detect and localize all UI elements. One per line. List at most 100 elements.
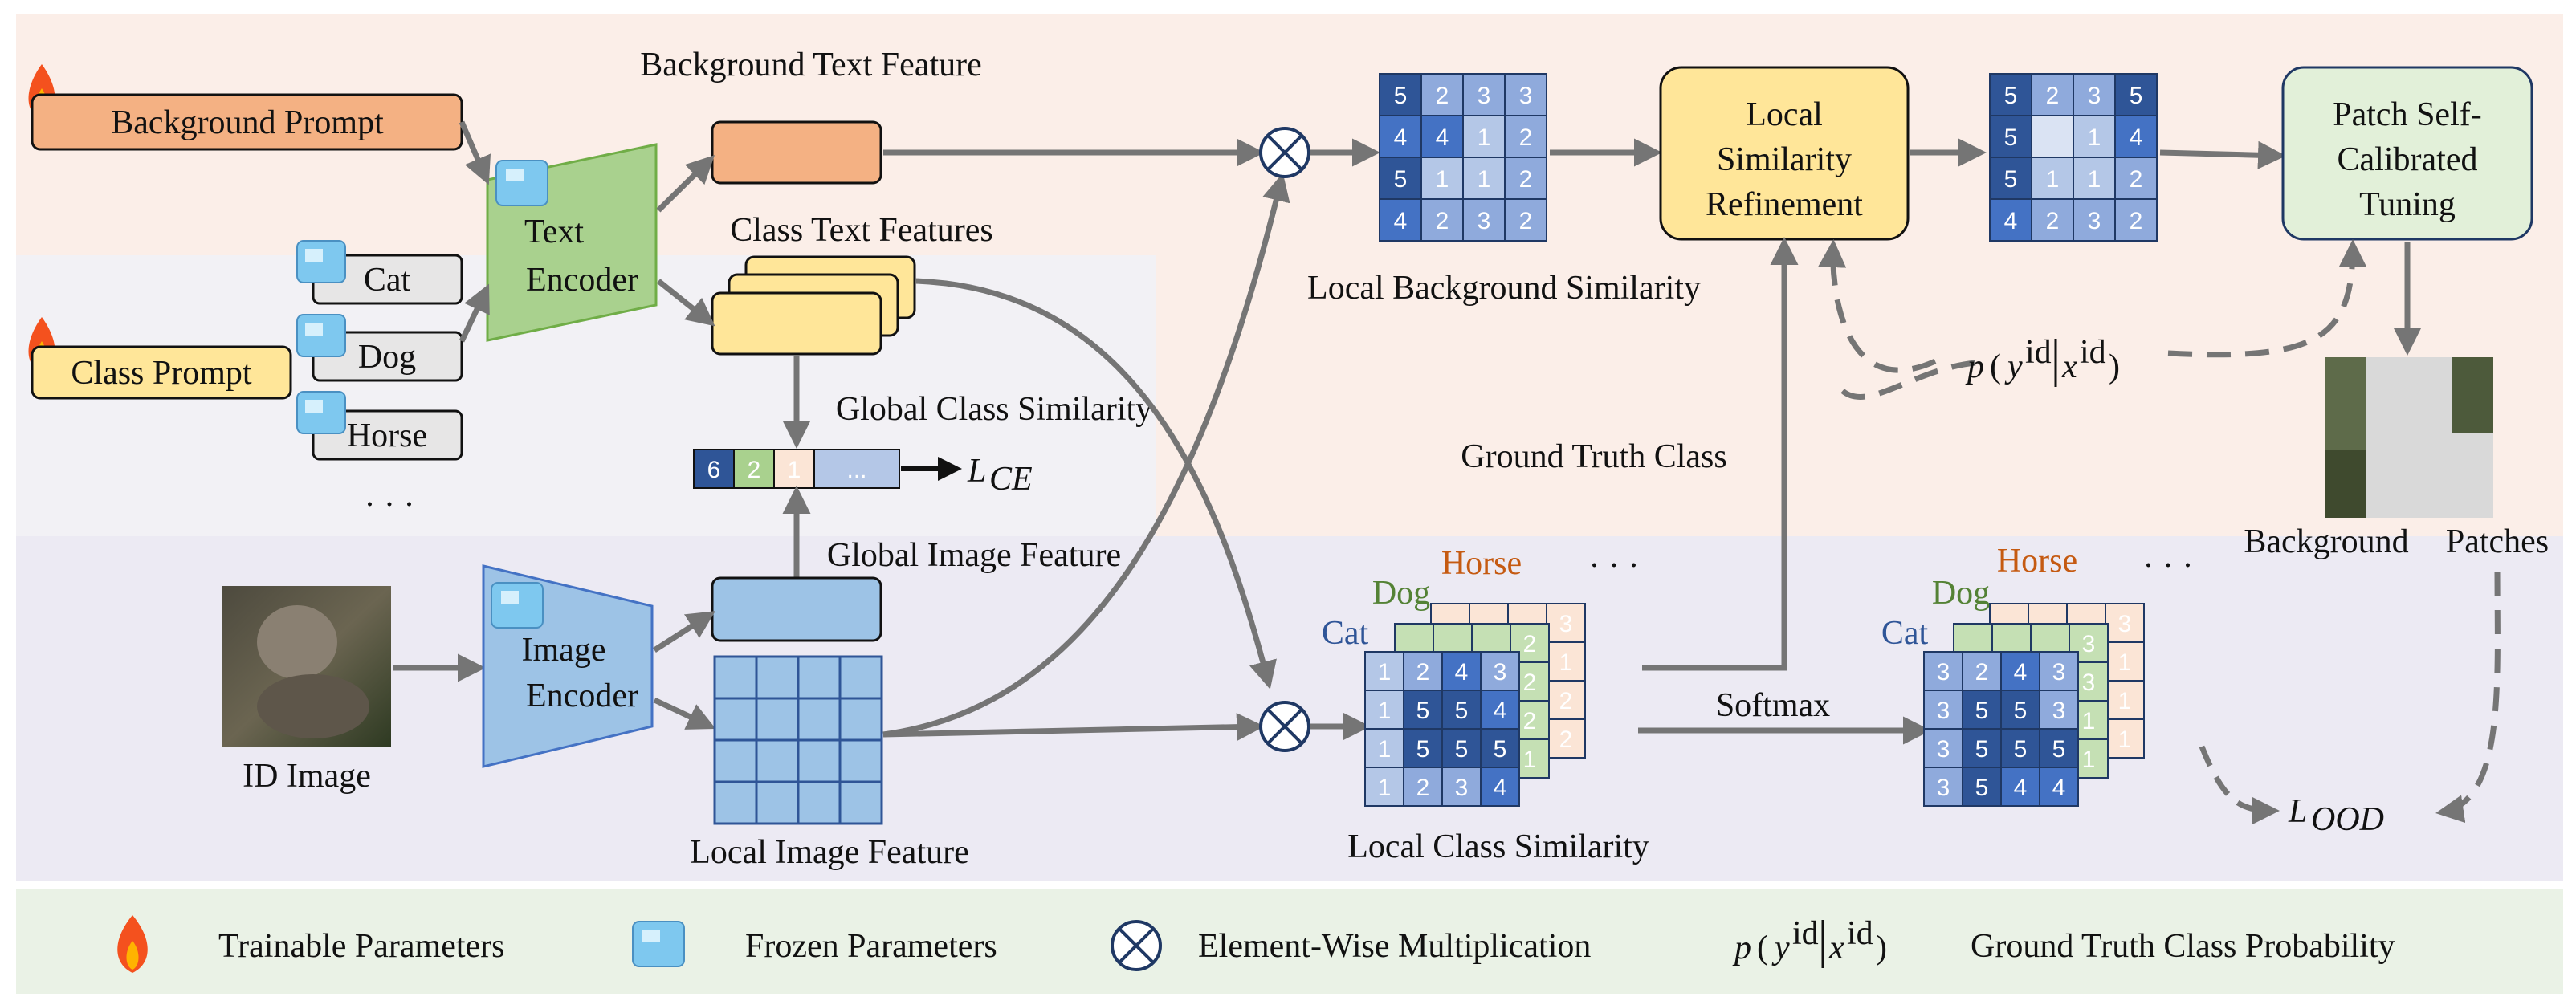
- cat-softmax-sheet-value: 3: [1937, 736, 1950, 763]
- loss-ce: L CE: [967, 453, 1033, 498]
- feature-cell: [713, 655, 758, 700]
- cat-sheet-value: 1: [1378, 775, 1392, 801]
- bg-matrix-cell: [1504, 198, 1547, 242]
- arrow: [656, 155, 715, 213]
- horse-softmax-sheet-cell: [2105, 680, 2145, 720]
- refined-matrix-cell: [1989, 157, 2032, 200]
- global-similarity-bar: 6 2 1 ...: [693, 449, 900, 489]
- bg-matrix-value: 1: [1436, 166, 1449, 193]
- bg-matrix-cell: [1462, 198, 1506, 242]
- ice-cube-icon: [296, 240, 346, 283]
- svg-text:CE: CE: [989, 461, 1033, 498]
- ellipsis: · · ·: [1589, 547, 1640, 584]
- image-encoder-label-1: Image: [522, 632, 606, 669]
- legend-prob-formula: p ( y id x id ): [1732, 915, 1887, 968]
- refined-matrix-cell: [2031, 157, 2074, 200]
- cat-softmax-sheet-cell: [2000, 767, 2040, 807]
- horse-sheet-cell: [1546, 718, 1586, 759]
- refined-matrix-cell: [2114, 198, 2158, 242]
- refined-matrix-value: 5: [2004, 83, 2018, 109]
- cat-softmax-sheet-value: 5: [1975, 775, 1989, 801]
- horse-sheet-value: 3: [1559, 611, 1573, 637]
- lsr-label-1: Local: [1746, 96, 1823, 133]
- feature-cell: [713, 697, 758, 742]
- local-image-feature-grid: [713, 655, 883, 825]
- feature-cell: [838, 655, 883, 700]
- cat-softmax-sheet-value: 5: [2052, 736, 2066, 763]
- refined-matrix-cell: [2073, 198, 2116, 242]
- refined-matrix-value: 1: [2088, 124, 2101, 151]
- cat-sheet-value: 4: [1455, 659, 1469, 686]
- bg-matrix-cell: [1379, 73, 1422, 116]
- sm-horse-label: Horse: [1997, 543, 2077, 580]
- fire-icon: [117, 915, 148, 973]
- bg-matrix-value: 5: [1394, 166, 1408, 193]
- horse-sheet-value: 2: [1559, 688, 1573, 714]
- background-prompt-label: Background Prompt: [111, 104, 384, 141]
- horse-prompt-box: [312, 409, 463, 461]
- cat-softmax-sheet-cell: [2039, 767, 2079, 807]
- cat-softmax-sheet-value: 3: [1937, 775, 1950, 801]
- cat-softmax-sheet-cell: [2000, 651, 2040, 691]
- svg-text:L: L: [967, 453, 986, 490]
- bg-matrix-value: 2: [1519, 166, 1533, 193]
- refined-matrix-cell: [1989, 198, 2032, 242]
- background-patches-image: [2325, 357, 2493, 518]
- background-text-feature-label: Background Text Feature: [640, 47, 982, 83]
- sm-dog-label: Dog: [1932, 575, 1990, 612]
- psct-label-2: Calibrated: [2338, 141, 2478, 178]
- multiply-circle: [1259, 127, 1310, 178]
- horse-sheet-cell: [1546, 603, 1586, 643]
- class-prompt-box: [31, 345, 292, 400]
- cat-sheet-value: 5: [1455, 698, 1469, 724]
- cat-prompt-label: Cat: [364, 262, 411, 299]
- cat-sheet-value: 1: [1378, 698, 1392, 724]
- softmax-label: Softmax: [1716, 687, 1830, 724]
- cat-softmax-sheet-cell: [2039, 690, 2079, 730]
- lcs-horse-label: Horse: [1441, 545, 1522, 582]
- lcs-dog-label: Dog: [1372, 575, 1430, 612]
- svg-text:(: (: [1990, 348, 2001, 385]
- arrow: [882, 173, 1290, 738]
- refined-matrix-value: 2: [2046, 83, 2060, 109]
- cat-sheet-value: 5: [1455, 736, 1469, 763]
- cat-sheet-cell: [1480, 690, 1520, 730]
- dog-sheet-value: 2: [1523, 631, 1537, 657]
- ice-cube-icon: [632, 921, 685, 967]
- background-label: Background: [2244, 523, 2408, 560]
- feature-cell: [797, 780, 842, 825]
- lsr-label-3: Refinement: [1706, 186, 1863, 223]
- bg-matrix-value: 2: [1436, 208, 1449, 234]
- refined-matrix-cell: [2114, 115, 2158, 158]
- sm-cat-label: Cat: [1881, 615, 1929, 652]
- dog-softmax-sheet-value: 1: [2082, 708, 2096, 734]
- cat-softmax-sheet-cell: [1962, 767, 2002, 807]
- loss-ood: L OOD: [2288, 793, 2384, 838]
- svg-text:x: x: [2061, 348, 2077, 385]
- cat-sheet-value: 4: [1494, 698, 1507, 724]
- bar-cell: ...: [846, 457, 866, 483]
- refined-matrix-value: 4: [2130, 124, 2143, 151]
- cat-softmax-sheet-value: 5: [1975, 736, 1989, 763]
- legend-gt-prob: Ground Truth Class Probability: [1971, 928, 2395, 965]
- dashed-arrow: [2199, 745, 2280, 825]
- refined-matrix-cell: [2114, 73, 2158, 116]
- class-text-feature-box: [711, 291, 882, 356]
- refined-matrix-value: 3: [2088, 83, 2101, 109]
- refined-matrix-value: 2: [2130, 166, 2143, 193]
- feature-cell: [838, 738, 883, 783]
- refined-matrix-cell: [2073, 73, 2116, 116]
- cat-softmax-sheet-value: 3: [1937, 698, 1950, 724]
- lsr-label-2: Similarity: [1717, 141, 1852, 178]
- cat-sheet-value: 4: [1494, 775, 1507, 801]
- refined-matrix-cell: [2031, 198, 2074, 242]
- cat-photo-shape: [257, 605, 337, 679]
- svg-text:id: id: [1792, 915, 1819, 952]
- feature-cell: [755, 738, 800, 783]
- arrow: [1642, 237, 1799, 671]
- bar-cell: 1: [788, 457, 801, 483]
- ground-truth-class-label: Ground Truth Class: [1461, 438, 1726, 475]
- dog-prompt-label: Dog: [358, 339, 416, 376]
- legend-trainable: Trainable Parameters: [218, 928, 505, 965]
- svg-text:x: x: [1828, 930, 1844, 966]
